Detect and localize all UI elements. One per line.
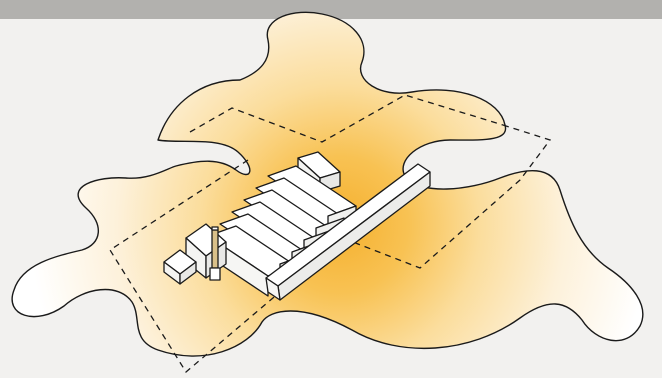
factory-building-icon <box>163 151 431 301</box>
top-band <box>0 0 662 19</box>
chimney-icon <box>209 226 221 281</box>
dashed-boundary <box>109 94 552 373</box>
